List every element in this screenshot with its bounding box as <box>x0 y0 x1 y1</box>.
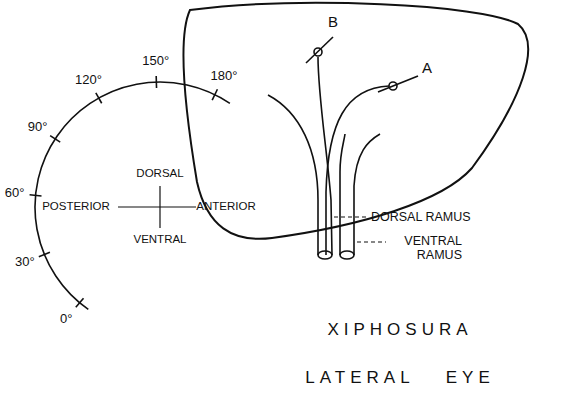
point-line <box>378 76 418 92</box>
direction-label: POSTERIOR <box>42 200 110 213</box>
angle-label: 180° <box>211 68 238 83</box>
angle-label: 0° <box>60 311 72 326</box>
nerve-fiber <box>354 134 380 255</box>
angle-label: 30° <box>15 255 35 270</box>
angle-label: 90° <box>28 120 48 135</box>
angle-tick <box>39 252 50 257</box>
axis-line <box>118 206 196 207</box>
nerve-fiber <box>340 134 345 255</box>
leader-line <box>334 216 366 217</box>
direction-label: VENTRAL <box>133 233 186 246</box>
axis-line <box>159 186 160 228</box>
leader-line <box>357 241 386 242</box>
angle-tick <box>50 136 60 143</box>
point-line <box>306 37 333 63</box>
nerve-fiber <box>268 95 318 255</box>
nerve-end <box>318 251 332 259</box>
direction-label: DORSAL <box>136 167 183 180</box>
angle-tick <box>212 89 217 100</box>
nerve-label: DORSAL RAMUS <box>371 210 471 224</box>
angle-label: 60° <box>5 186 25 201</box>
nerve-fiber <box>318 57 332 255</box>
angle-tick <box>76 298 84 307</box>
angle-label: 150° <box>142 54 169 69</box>
direction-label: ANTERIOR <box>196 200 255 213</box>
angle-tick <box>96 93 102 103</box>
angle-arc <box>35 82 230 309</box>
nerve-end <box>340 251 354 259</box>
angle-tick <box>30 195 42 196</box>
eye-outline <box>183 3 528 239</box>
angle-label: 120° <box>75 72 102 87</box>
nerve-label: VENTRAL RAMUS <box>390 234 462 263</box>
point-label: A <box>422 59 432 76</box>
angle-tick <box>155 76 157 88</box>
point-label: B <box>328 13 338 30</box>
title-text: XIPHOSURA <box>327 320 472 340</box>
nerve-fiber <box>326 86 389 255</box>
title-text: LATERAL EYE <box>305 368 494 388</box>
